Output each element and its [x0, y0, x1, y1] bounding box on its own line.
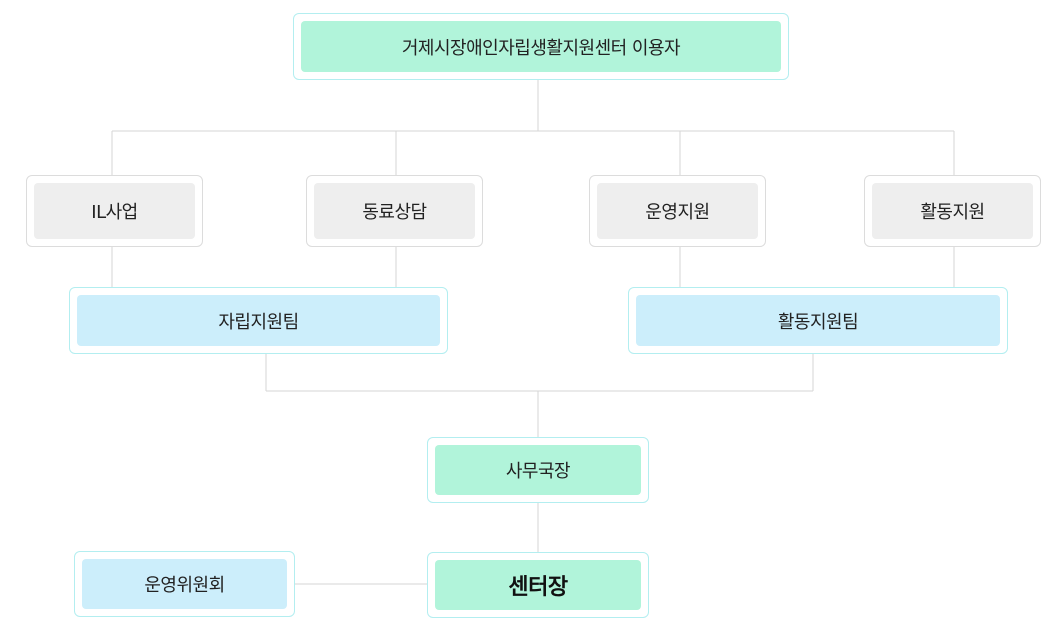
node-il-business-label: IL사업: [34, 183, 195, 239]
node-steering-committee-label: 운영위원회: [82, 559, 287, 609]
node-independence-team-label: 자립지원팀: [77, 295, 440, 346]
node-secretary-general-label: 사무국장: [435, 445, 641, 495]
node-activity-team-label: 활동지원팀: [636, 295, 1000, 346]
node-il-business: IL사업: [26, 175, 203, 247]
node-steering-committee: 운영위원회: [74, 551, 295, 617]
node-operation-support: 운영지원: [589, 175, 766, 247]
node-independence-team: 자립지원팀: [69, 287, 448, 354]
node-users-label: 거제시장애인자립생활지원센터 이용자: [301, 21, 781, 72]
node-secretary-general: 사무국장: [427, 437, 649, 503]
node-activity-team: 활동지원팀: [628, 287, 1008, 354]
node-operation-support-label: 운영지원: [597, 183, 758, 239]
node-activity-support-label: 활동지원: [872, 183, 1033, 239]
node-director-label: 센터장: [435, 560, 641, 610]
node-peer-counseling-label: 동료상담: [314, 183, 475, 239]
node-users: 거제시장애인자립생활지원센터 이용자: [293, 13, 789, 80]
node-activity-support: 활동지원: [864, 175, 1041, 247]
node-director: 센터장: [427, 552, 649, 618]
node-peer-counseling: 동료상담: [306, 175, 483, 247]
